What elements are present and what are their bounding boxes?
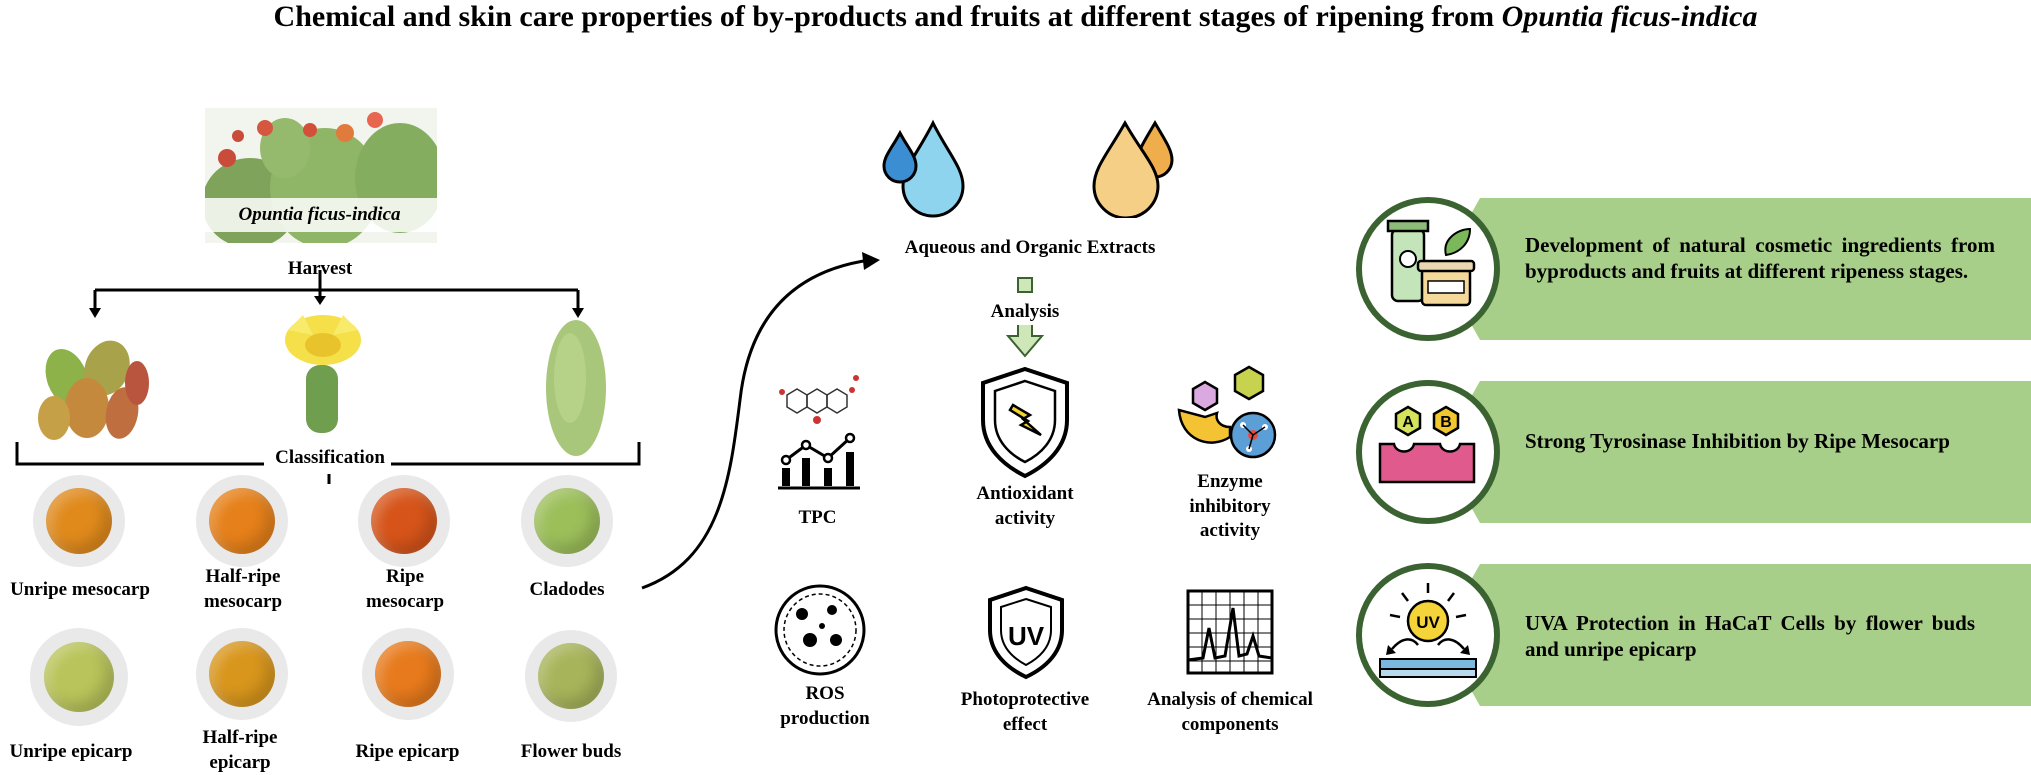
tyrosinase-icon-circle: A B [1356, 380, 1500, 524]
ab-a-text: A [1402, 414, 1414, 431]
powder-unripe-mesocarp [33, 475, 125, 567]
extracts-label: Aqueous and Organic Extracts [904, 237, 1156, 258]
conclusion-text-2: Strong Tyrosinase Inhibition by Ripe Mes… [1525, 429, 1950, 453]
conclusion-text-1: Development of natural cosmetic ingredie… [1525, 233, 1995, 284]
classification-bracket [15, 442, 641, 484]
conclusion-banner-2 [1440, 381, 2031, 523]
label-unripe-epicarp: Unripe epicarp [9, 741, 133, 762]
conclusion-banner-1 [1440, 198, 2031, 340]
cosmetics-icon-circle [1356, 197, 1500, 341]
ab-b-text: B [1440, 414, 1452, 431]
powder-half-ripe-mesocarp [196, 475, 288, 567]
uva-protection-icon: UV [1379, 583, 1477, 678]
prickly-pear-fruits [38, 340, 149, 440]
flavonoid-structure-icon [779, 375, 859, 424]
banner-shape-3 [1440, 564, 2031, 706]
antioxidant-shield-icon [981, 366, 1069, 479]
label-ripe-mesocarp: Ripe mesocarp [365, 566, 445, 612]
chromatogram-icon [1186, 589, 1274, 675]
title-species: Opuntia ficus-indica [1501, 0, 1758, 33]
classification-label: Classification [275, 447, 385, 468]
label-cladodes: Cladodes [529, 579, 605, 600]
curved-arrow [641, 252, 880, 590]
photo-label: Photoprotective effect [960, 689, 1090, 735]
cladode-pad [546, 320, 606, 456]
analysis-arrow [1005, 277, 1045, 358]
powder-half-ripe-epicarp [196, 628, 288, 720]
harvest-arrows [89, 270, 584, 318]
figure-title: Chemical and skin care properties of by-… [0, 0, 2031, 34]
powder-unripe-epicarp [30, 628, 128, 726]
label-unripe-mesocarp: Unripe mesocarp [10, 579, 150, 600]
uva-icon-circle: UV [1356, 563, 1500, 707]
label-half-ripe-epicarp: Half-ripe epicarp [202, 727, 278, 773]
harvest-label: Harvest [287, 258, 353, 279]
powder-ripe-epicarp [362, 628, 454, 720]
title-main: Chemical and skin care properties of by-… [273, 0, 1502, 33]
plant-label: Opuntia ficus-indica [198, 198, 441, 232]
conclusion-text-3: UVA Protection in HaCaT Cells by flower … [1525, 611, 1975, 662]
uv-shield-icon: UV [988, 585, 1064, 680]
ros-cell-icon [774, 584, 866, 676]
organic-drop-icon [1092, 119, 1174, 218]
chem-label: Analysis of chemical components [1147, 689, 1313, 735]
analysis-label: Analysis [970, 300, 1080, 325]
powder-ripe-mesocarp [358, 475, 450, 567]
label-flower-buds: Flower buds [520, 741, 622, 762]
label-ripe-epicarp: Ripe epicarp [355, 741, 460, 762]
tyrosinase-inhibition-icon: A B [1378, 405, 1476, 484]
cactus-flower [285, 315, 361, 433]
uv-sun-text: UV [1416, 613, 1440, 632]
aqueous-drop-icon [882, 119, 965, 218]
banner-shape-1 [1440, 198, 2031, 340]
ros-label: ROS production [780, 683, 870, 729]
cosmetic-products-icon [1386, 219, 1476, 307]
conclusion-banner-3 [1440, 564, 2031, 706]
powder-flower-buds [525, 630, 617, 722]
label-half-ripe-mesocarp: Half-ripe mesocarp [203, 566, 283, 612]
antioxidant-label: Antioxidant activity [976, 483, 1074, 529]
powder-cladodes [521, 475, 613, 567]
enzyme-inhibitor-icon [1177, 365, 1277, 459]
tpc-label: TPC [798, 507, 837, 528]
tpc-chart-icon [778, 432, 860, 490]
uv-shield-text: UV [1008, 621, 1045, 651]
banner-shape-2 [1440, 381, 2031, 523]
enzyme-label: Enzyme inhibitory activity [1189, 471, 1271, 542]
